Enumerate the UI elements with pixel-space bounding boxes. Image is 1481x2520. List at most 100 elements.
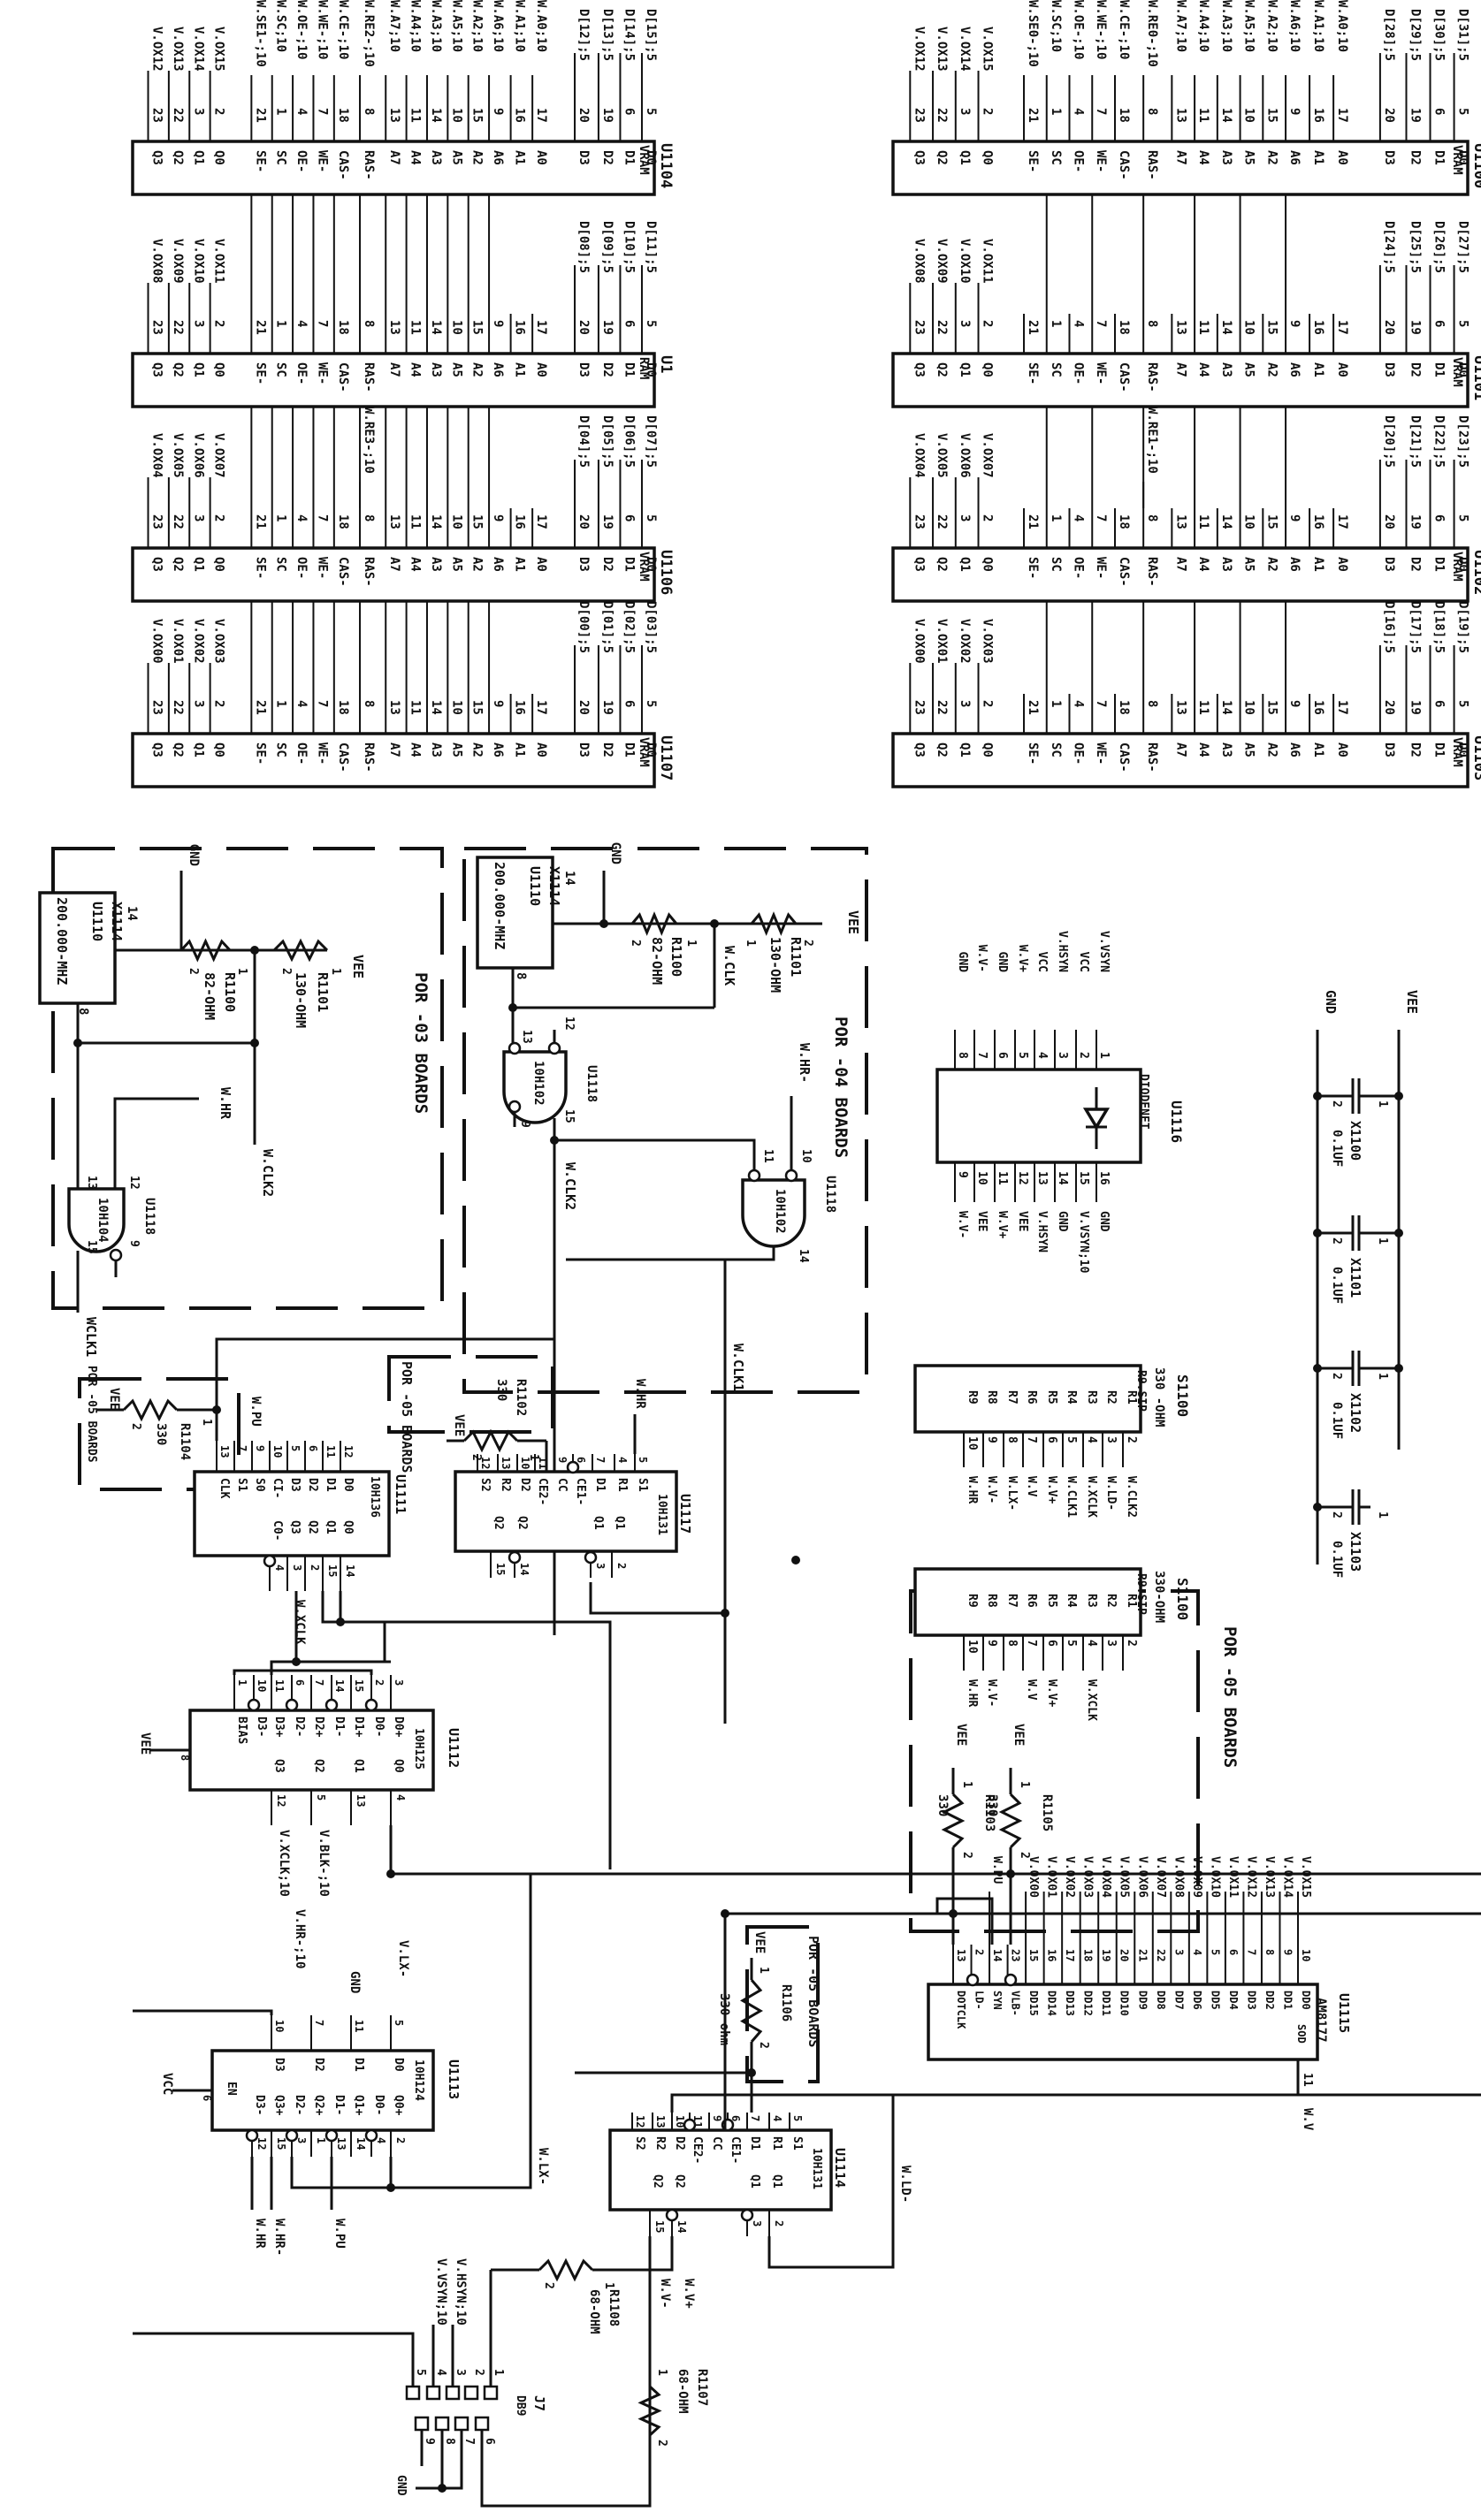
vram-pin-number: 5	[644, 514, 658, 522]
line-receiver-u1112: BIAS1D3-10D3+11D2-6D2+7D1-14D1+15D0-2D0+…	[138, 1675, 462, 1825]
vram-pin-number: 3	[191, 108, 205, 115]
sip-body	[913, 1567, 1142, 1637]
pin-name: Q1	[352, 1759, 365, 1773]
pin-number: 7	[236, 1445, 248, 1451]
ic-ref: U1115	[1336, 1993, 1352, 2033]
pin-net-label: V.VSYN	[1097, 931, 1111, 972]
pin-number: 7	[749, 2115, 761, 2121]
pin-number: 7	[594, 1457, 607, 1463]
vram-pin-name: Q1	[958, 150, 972, 165]
pin-name: Q2	[306, 1520, 319, 1534]
pin-net-label: W.V-	[975, 945, 989, 972]
wire	[670, 2093, 1481, 2113]
vram-pin-name: Q1	[191, 742, 205, 758]
pin-net-label: VCC	[1035, 952, 1049, 972]
cap-pin: 1	[1376, 1237, 1389, 1245]
vram-chip-ref: U1102	[1470, 550, 1481, 595]
vram-pin-name: D1	[1432, 742, 1447, 758]
vram-pin-number: 9	[1287, 320, 1302, 327]
vram-pin-name: Q0	[212, 557, 226, 572]
vram-pin-name: A5	[449, 362, 463, 377]
pin-number: 3	[751, 2220, 763, 2227]
inversion-bubble	[740, 2208, 754, 2222]
vram-pin-number: 14	[1219, 514, 1233, 529]
por-03-region	[51, 847, 444, 1310]
gate-pin: 11	[761, 1149, 775, 1163]
vram-pin-number: 9	[1287, 514, 1302, 522]
cap-pin: 1	[1376, 1100, 1389, 1108]
oscillator-ref: X1114	[109, 902, 125, 941]
inversion-bubble	[364, 1698, 378, 1712]
vram-chip-type: VRAM	[1450, 145, 1464, 175]
serializer-u1115: DOTCLK13LD-2SYN14W.PUVLB-23DD1515V.OX00D…	[927, 1856, 1352, 2131]
vram-pin-number: 18	[336, 108, 350, 123]
pin-name: S1	[235, 1478, 248, 1492]
vram-data-net-label: D[25];5	[1408, 221, 1422, 273]
pin-name: DD7	[1172, 1991, 1185, 2010]
vram-addr-net-label: W.A6;10	[491, 0, 505, 52]
connector-pin	[454, 2416, 469, 2432]
inversion-bubble	[324, 2128, 339, 2143]
vram-pin-name: A3	[429, 742, 443, 758]
vram-pin-name: D0	[1456, 150, 1470, 165]
pin-number: 6	[996, 1052, 1009, 1059]
pin-number: 6	[294, 1679, 306, 1686]
gate-type: 10H104	[95, 1198, 110, 1243]
pin-name: S2	[478, 1478, 492, 1492]
u1115-net-label: V.OX04	[1099, 1856, 1112, 1898]
vram-pin-number: 4	[294, 320, 309, 327]
vram-out-net-label: V.OX01	[935, 619, 949, 664]
vram-pin-number: 15	[1264, 108, 1279, 123]
vram-pin-number: 8	[1145, 108, 1159, 115]
wire	[113, 1097, 199, 1189]
por-05-region-r1102	[387, 1355, 554, 1434]
pin-number: 7	[313, 1679, 325, 1686]
inversion-bubble	[247, 1698, 261, 1712]
oscillator-pin: 8	[76, 1008, 90, 1015]
vram-pin-name: WE-	[315, 557, 329, 579]
vram-pin-number: 15	[1264, 320, 1279, 335]
pin-name: DD15	[1027, 1991, 1040, 2016]
resistor-symbol	[941, 1793, 966, 1849]
vram-pin-number: 17	[1335, 700, 1349, 715]
vram-pin-number: 7	[1094, 700, 1108, 707]
sip-resistor-label: R5	[1045, 1594, 1058, 1608]
vram-pin-number: 22	[171, 700, 185, 715]
vee-label: VEE	[350, 955, 366, 978]
vram-pin-number: 3	[958, 514, 972, 522]
pin-name: D0-	[372, 2095, 386, 2115]
pin-number: 13	[335, 2137, 347, 2150]
pin-number: 9	[254, 1445, 266, 1451]
vram-chip-body	[131, 732, 656, 788]
vram-addr-net-label: W.A1;10	[1311, 0, 1325, 52]
pin-name: D0	[341, 1478, 355, 1492]
vram-chip-ref: U1100	[1470, 143, 1481, 188]
vram-pin-number: 20	[576, 320, 591, 335]
resistor-value: 130-OHM	[767, 937, 783, 993]
vram-pin-number: 19	[1408, 700, 1422, 715]
vram-pin-number: 15	[1264, 514, 1279, 529]
net-label-w-hr: W.HR	[633, 1379, 647, 1409]
vram-chip-ref: U1103	[1470, 735, 1481, 780]
vram-data-net-label: D[02];5	[622, 601, 636, 653]
pin-name: S2	[633, 2136, 646, 2151]
connector-pin	[483, 2385, 499, 2401]
vram-ctrl-net-label: W.WE-;10	[1094, 0, 1108, 59]
wire	[233, 1669, 373, 1675]
vram-pin-number: 20	[576, 108, 591, 123]
inversion-bubble	[566, 1460, 580, 1474]
vram-addr-net-label: W.A7;10	[1173, 0, 1187, 52]
pin-name: D3-	[255, 1717, 268, 1737]
vram-pin-name: A2	[1264, 742, 1279, 758]
pin-name: BIAS	[235, 1717, 248, 1744]
vram-pin-name: A3	[429, 362, 443, 377]
junction-dot	[292, 1657, 301, 1666]
vram-pin-name: A0	[1335, 557, 1349, 572]
vram-chip-U1103: D05D16D219D320A017A116A69A215A510A314A41…	[891, 601, 1481, 788]
vram-pin-name: Q3	[912, 557, 926, 572]
sip-net-label: W.LD-	[1104, 1476, 1118, 1511]
vram-pin-name: Q1	[191, 557, 205, 572]
pin-name: Q2	[673, 2174, 686, 2189]
